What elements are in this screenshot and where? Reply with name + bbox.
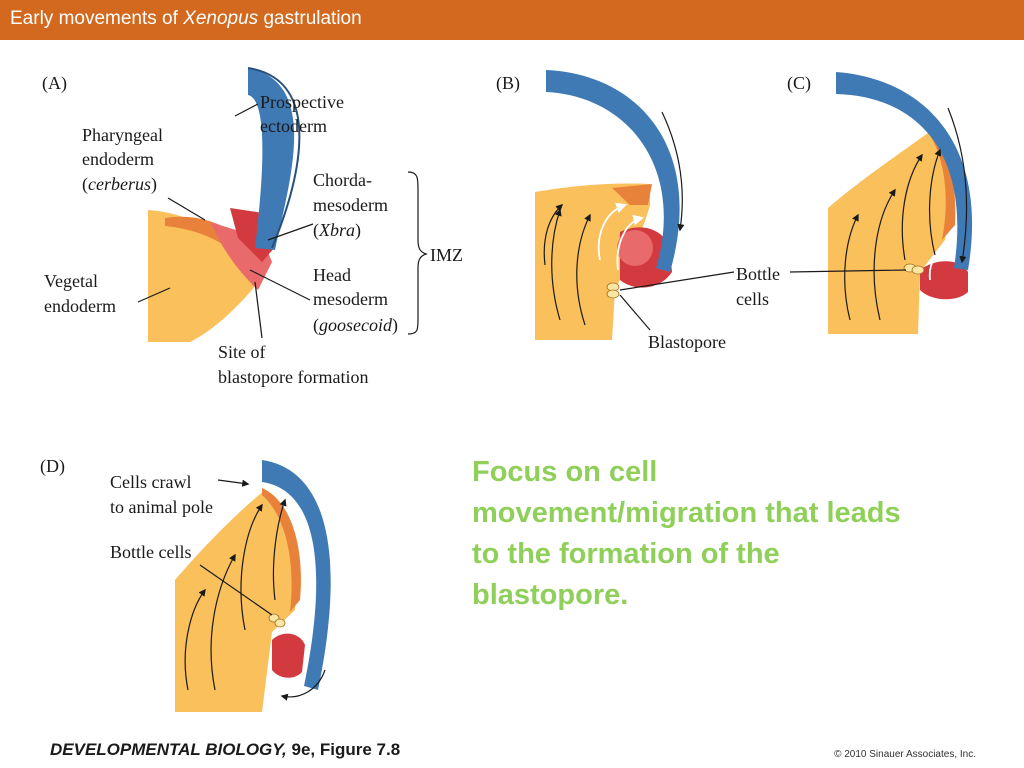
d-ectoderm [262,460,331,690]
label-to-animal-pole: to animal pole [110,497,213,517]
label-head-mesoderm: mesoderm [313,289,388,309]
panel-a: (A) Prospective ectoderm Pharyngeal endo… [42,67,463,387]
panel-c-letter: (C) [787,73,811,94]
focus-note: Focus on cell movement/migration that le… [472,456,901,611]
label-d-bottle-cells: Bottle cells [110,542,191,562]
panel-d: (D) Cells crawl to animal pole Bottle ce… [40,456,331,712]
label-vegetal-endoderm: endoderm [44,296,116,316]
label-blastopore-formation: blastopore formation [218,367,368,387]
d-mesoderm [272,633,305,678]
label-cells-crawl: Cells crawl [110,472,191,492]
book-title: DEVELOPMENTAL BIOLOGY, [50,740,287,759]
figure-citation: DEVELOPMENTAL BIOLOGY, 9e, Figure 7.8 [50,740,400,760]
label-chorda-mesoderm: mesoderm [313,195,388,215]
panel-c: (C) [787,72,973,334]
label-pharyngeal-endoderm: endoderm [82,149,154,169]
vegetal-endoderm-region [148,210,262,342]
d-yellow-endoderm [175,490,297,712]
c-ectoderm [836,72,973,270]
label-b-cells: cells [736,289,769,309]
label-xbra: (Xbra) [313,220,361,241]
label-pharyngeal: Pharyngeal [82,125,163,145]
title-species: Xenopus [183,8,259,29]
label-ectoderm: ectoderm [260,116,327,136]
label-goosecoid: (goosecoid) [313,315,398,336]
b-ectoderm [546,70,680,272]
title-suffix: gastrulation [258,8,362,29]
header-bar: Early movements of Xenopus gastrulation [0,0,1024,40]
b-yellow-endoderm [535,183,650,340]
title-prefix: Early movements of [10,8,184,29]
prospective-ectoderm-region [248,68,295,250]
c-mesoderm [920,261,968,300]
slide-title: Early movements of Xenopus gastrulation [10,8,362,30]
label-cerberus: (cerberus) [82,174,157,195]
panel-d-letter: (D) [40,456,65,477]
label-head: Head [313,265,351,285]
figure-number: 9e, Figure 7.8 [286,740,401,759]
label-blastopore: Blastopore [648,332,726,352]
label-imz: IMZ [430,245,463,265]
label-prospective: Prospective [260,92,344,112]
label-b-bottle: Bottle [736,264,780,284]
label-vegetal: Vegetal [44,271,98,291]
c-yellow-endoderm [828,130,951,334]
label-chorda: Chorda- [313,170,372,190]
panel-b: (B) Bottle cells Blastopore [496,70,780,352]
panel-a-letter: (A) [42,73,67,94]
label-site-of: Site of [218,342,266,362]
gastrulation-figure: (A) Prospective ectoderm Pharyngeal endo… [40,67,973,712]
panel-b-letter: (B) [496,73,520,94]
imz-brace [407,171,428,335]
copyright: © 2010 Sinauer Associates, Inc. [834,749,976,760]
